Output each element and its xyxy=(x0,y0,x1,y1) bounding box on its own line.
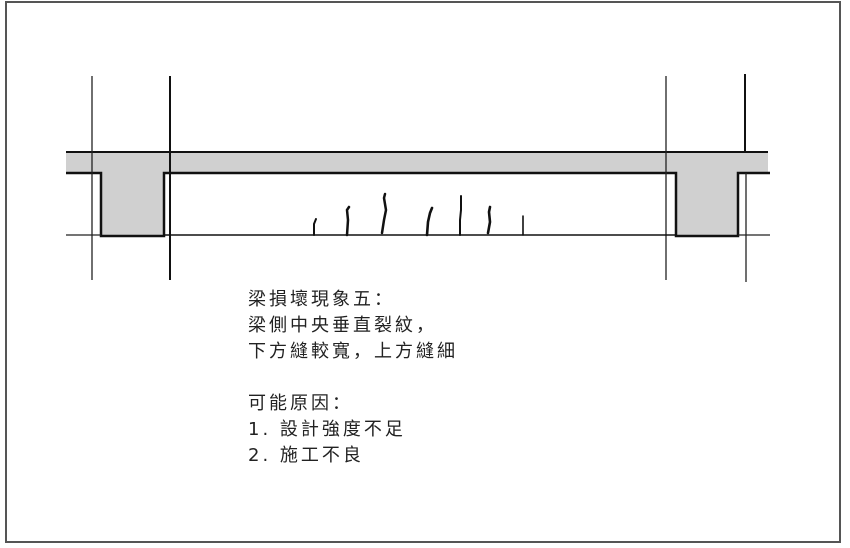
cause-item-1: 1. 設計強度不足 xyxy=(248,419,406,440)
cause-item-2: 2. 施工不良 xyxy=(248,445,364,466)
damage-title: 梁損壞現象五： xyxy=(248,289,395,310)
damage-notes: 梁損壞現象五： 梁側中央垂直裂紋， 下方縫較寬，上方縫細 可能原因： 1. 設計… xyxy=(248,287,458,469)
diagram-frame xyxy=(5,1,841,543)
causes-heading: 可能原因： xyxy=(248,393,353,414)
concrete-section xyxy=(66,151,770,238)
columns xyxy=(91,74,747,282)
description-line-2: 下方縫較寬，上方縫細 xyxy=(248,341,458,362)
description-line-1: 梁側中央垂直裂紋， xyxy=(248,315,437,336)
vertical-cracks xyxy=(313,192,524,237)
